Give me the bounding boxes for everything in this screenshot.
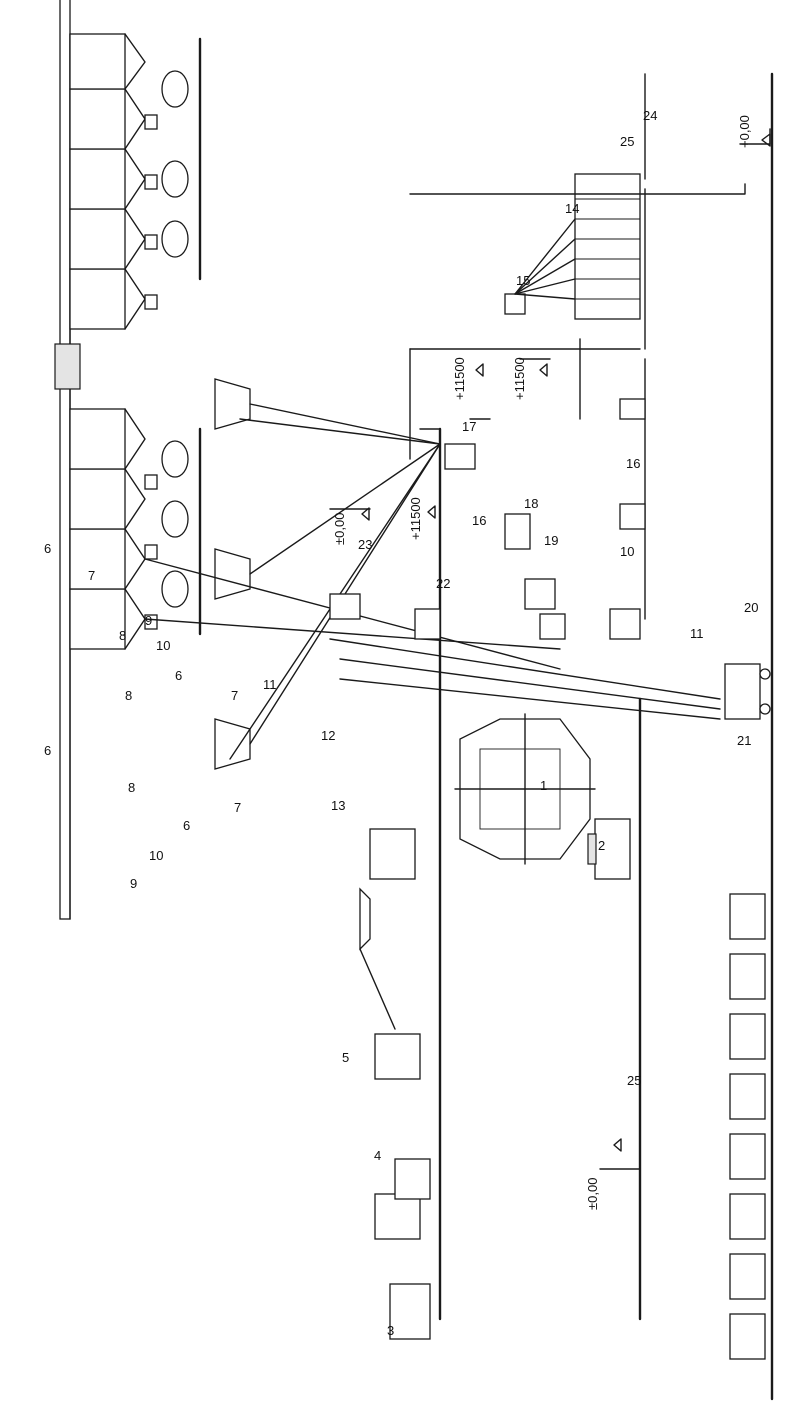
level-zero-mid: ±0,00 [332,513,347,545]
ferroalloy-bunkers-14 [574,173,641,320]
label-10a: 10 [156,638,170,653]
weigh-hoppers [161,70,189,608]
label-9a: 9 [145,613,152,628]
bunker-row-b [69,33,146,330]
label-16b: 16 [626,456,640,471]
slag-carts-21 [729,893,766,1360]
label-7c: 7 [234,800,241,815]
bunker-row-a [69,408,146,650]
label-15: 15 [516,273,530,288]
label-12: 12 [321,728,335,743]
label-20: 20 [744,600,758,615]
label-5: 5 [342,1050,349,1065]
label-8a: 8 [119,628,126,643]
label-4: 4 [374,1148,381,1163]
label-23: 23 [358,537,372,552]
charging-crane-2 [587,818,631,880]
level-11500-a: +11500 [452,357,467,400]
label-16a: 16 [472,513,486,528]
label-6c: 6 [175,668,182,683]
label-18: 18 [524,496,538,511]
label-6b: 6 [44,743,51,758]
left-charging-area [359,828,431,1340]
label-10c: 10 [620,544,634,559]
scrap-car-20 [724,663,771,720]
label-13: 13 [331,798,345,813]
label-21: 21 [737,733,751,748]
level-11500-b: +11500 [512,357,527,400]
label-22: 22 [436,576,450,591]
label-25a: 25 [620,134,634,149]
label-11a: 11 [263,677,277,692]
callout-labels: 1 2 3 4 5 6 6 6 6 7 7 7 8 8 8 9 9 10 10 … [44,108,758,1338]
label-8c: 8 [125,688,132,703]
distributor-15 [409,183,746,350]
label-7b: 7 [231,688,238,703]
level-labels: +0,00 +11500 +11500 +11500 ±0,00 ±0,00 [332,115,752,1210]
bunker-bay [54,0,251,920]
level-triangles [361,133,771,1152]
label-1: 1 [540,778,547,793]
label-7a: 7 [88,568,95,583]
label-25b: 25 [627,1073,641,1088]
label-6a: 6 [44,541,51,556]
level-zero-top: +0,00 [737,115,752,148]
label-8b: 8 [128,780,135,795]
floor-lines [63,37,774,1401]
label-2: 2 [598,838,605,853]
label-6d: 6 [183,818,190,833]
label-14: 14 [565,201,579,216]
label-17: 17 [462,419,476,434]
level-zero-bottom: ±0,00 [585,1178,600,1210]
vibrofeeders [144,114,158,630]
label-10b: 10 [149,848,163,863]
level-11500-c: +11500 [408,497,423,540]
level-marks [329,128,771,1170]
label-24: 24 [643,108,657,123]
label-3: 3 [387,1323,394,1338]
middle-equipment [329,338,646,640]
label-11b: 11 [690,626,704,641]
converter [454,713,596,865]
label-19: 19 [544,533,558,548]
label-9b: 9 [130,876,137,891]
